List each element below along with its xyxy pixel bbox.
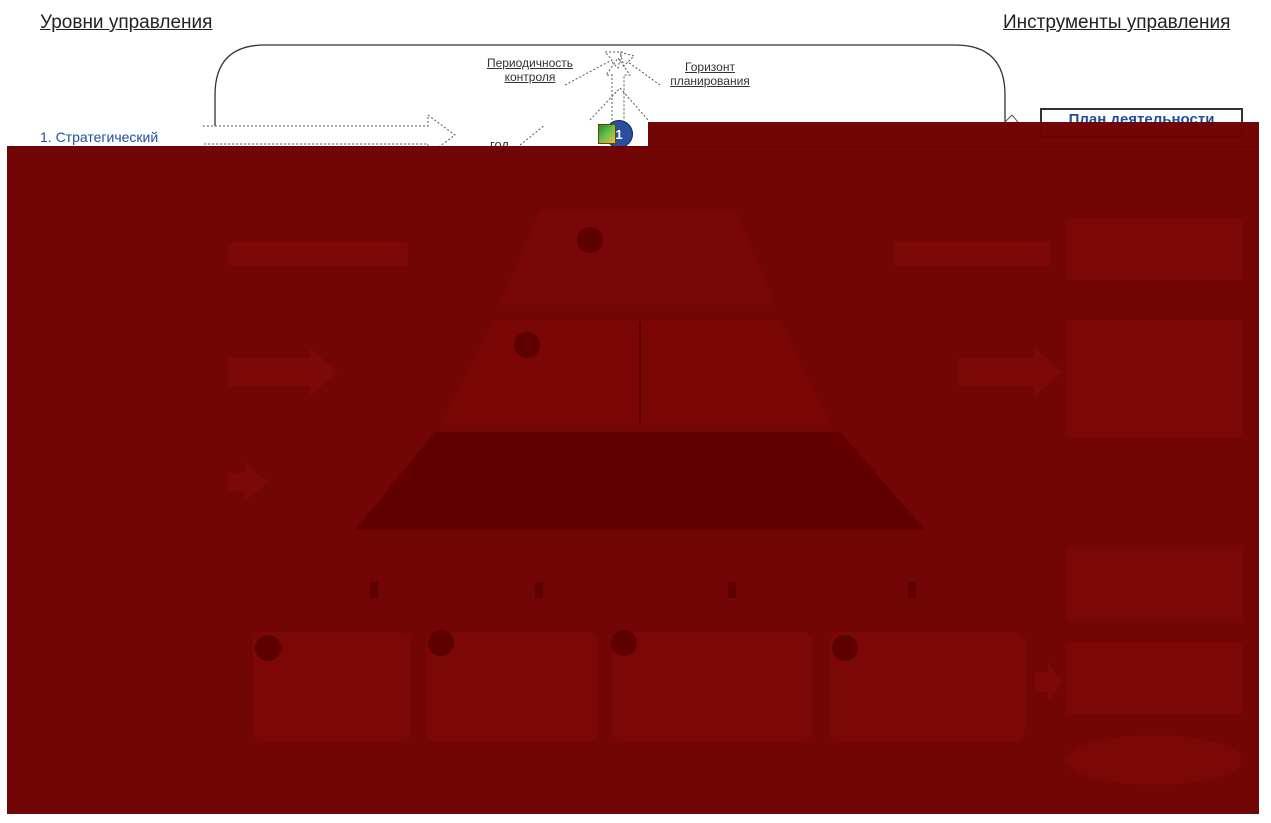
year-arrow — [519, 124, 546, 146]
pyramid-apex-icon — [598, 124, 616, 144]
control-period-label: Периодичность контроля — [486, 56, 574, 84]
redaction-overlay-right — [648, 122, 1259, 146]
level-strategic: 1. Стратегический — [40, 129, 159, 145]
feedback-loop — [214, 44, 1006, 130]
levels-header: Уровни управления — [40, 12, 213, 33]
tools-header: Инструменты управления — [1003, 12, 1231, 33]
redaction-overlay-left-strip — [7, 146, 1259, 147]
control-arrow — [564, 51, 623, 86]
horizon-arrow — [619, 51, 661, 86]
strategic-arrow — [203, 114, 456, 156]
planning-horizon-label: Горизонт планирования — [670, 60, 750, 88]
apex-line-left — [589, 87, 649, 121]
center-arrow — [605, 57, 631, 120]
redaction-overlay-main — [7, 146, 1259, 814]
